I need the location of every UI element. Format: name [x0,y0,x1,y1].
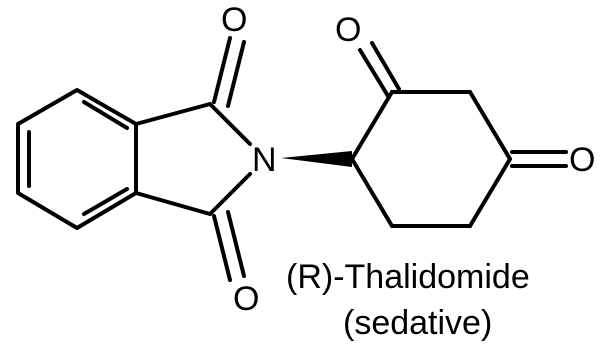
ring-bond-4 [468,157,512,228]
ring-bond-lower-carbonyl [134,191,212,216]
bond-upper-carbonyl-to-n [208,102,252,146]
ring-bond-1 [350,90,394,161]
ring-bond-6 [350,157,394,228]
atom-n: N [252,141,277,179]
benzene-outline [16,88,138,230]
upper-carbonyl-double-bond-a [212,36,232,104]
benzene-inner-bond-3 [82,187,129,216]
lower-carbonyl [212,210,246,282]
caption-activity: (sedative) [343,304,492,342]
atom-o-top-right: O [335,11,361,49]
lower-carbonyl-double-bond-b [226,210,246,278]
cyclohexanedione-ring [350,90,512,228]
ring-carbonyl-top-double-bond-b [370,41,401,91]
ring-carbonyl-right [510,150,568,168]
lower-carbonyl-double-bond-a [212,214,232,282]
atom-o-top-left: O [221,1,247,39]
upper-carbonyl [212,36,246,108]
atom-o-right: O [569,141,595,179]
bond-lower-carbonyl-to-n [208,172,252,216]
ring-carbonyl-top [358,41,401,98]
atom-o-bottom: O [233,280,259,318]
ring-carbonyl-top-double-bond-a [358,48,390,98]
wedge-bond [281,151,352,167]
upper-carbonyl-double-bond-b [226,40,246,108]
imide-ring [134,102,252,216]
ring-bond-upper-carbonyl [134,102,212,126]
benzene-inner-bond-2 [82,100,129,130]
benzene-ring [16,88,138,230]
ring-bond-3 [468,90,512,161]
caption-compound-name: (R)-Thalidomide [286,258,530,296]
